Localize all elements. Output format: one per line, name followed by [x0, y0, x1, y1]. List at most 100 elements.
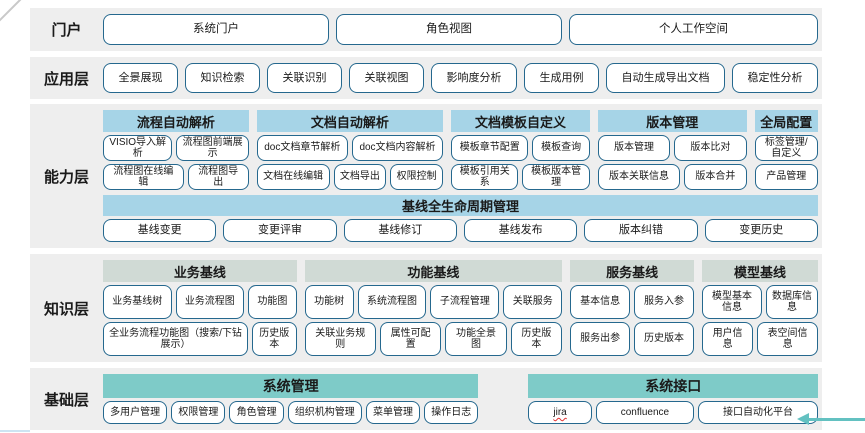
module-group: 全局配置标签管理/自定义产品管理: [754, 110, 818, 190]
module-button: 模板版本管理: [522, 164, 590, 190]
module-button: 个人工作空间: [569, 14, 818, 45]
module-button: 角色管理: [229, 401, 284, 424]
layer-content: 全景展现知识检索关联识别关联视图影响度分析生成用例自动生成导出文档稳定性分析: [103, 57, 822, 99]
module-button: 模型基本信息: [702, 285, 762, 319]
module-group: 服务基线基本信息服务入参服务出参历史版本: [570, 260, 695, 356]
module-button: 关联服务: [503, 285, 563, 319]
module-button: 全景展现: [103, 63, 178, 93]
module-group: 业务基线业务基线树业务流程图功能图全业务流程功能图（搜索/下钻展示）历史版本: [103, 260, 297, 356]
module-button: 生成用例: [524, 63, 599, 93]
module-button: 系统门户: [103, 14, 329, 45]
module-button: 系统流程图: [357, 285, 427, 319]
module-button: VISIO导入解析: [103, 135, 173, 161]
group-header: 流程自动解析: [103, 110, 249, 132]
group-header: 文档模板自定义: [451, 110, 590, 132]
module-button: 功能图: [248, 285, 297, 319]
module-button: 版本比对: [674, 135, 747, 161]
button-row: 用户信息表空间信息: [702, 322, 818, 356]
button-row: 流程图在线编辑流程图导出: [103, 164, 249, 190]
module-group: 版本管理版本管理版本比对版本关联信息版本合并: [597, 110, 747, 190]
layer-label: 应用层: [43, 70, 89, 88]
button-row: 服务出参历史版本: [570, 322, 695, 356]
layer-content: 系统门户角色视图个人工作空间: [103, 8, 822, 51]
module-button: 用户信息: [702, 322, 754, 356]
module-button: 菜单管理: [365, 401, 421, 424]
group-header: 功能基线: [304, 260, 563, 282]
button-row: 业务基线树业务流程图功能图: [103, 285, 297, 319]
layer-band-application: 应用层全景展现知识检索关联识别关联视图影响度分析生成用例自动生成导出文档稳定性分…: [30, 57, 822, 99]
module-button: 业务流程图: [175, 285, 245, 319]
button-row: 模板章节配置模板查询: [451, 135, 590, 161]
module-button: 数据库信息: [766, 285, 818, 319]
module-button: 流程图导出: [187, 164, 249, 190]
module-button: 历史版本: [251, 322, 297, 356]
module-button: jira: [528, 401, 592, 424]
module-button: 文档导出: [333, 164, 387, 190]
module-button: 模板引用关系: [451, 164, 519, 190]
module-button: 基本信息: [570, 285, 631, 319]
bottom-left-accent-line: [0, 430, 30, 432]
group-header: 系统接口: [528, 374, 818, 398]
layer-stack: 门户 系统门户角色视图个人工作空间应用层全景展现知识检索关联识别关联视图影响度分析…: [0, 8, 865, 430]
button-row: 标签管理/自定义: [754, 135, 818, 161]
button-row: 功能树系统流程图子流程管理关联服务: [304, 285, 563, 319]
module-button: 自动生成导出文档: [606, 63, 725, 93]
module-button: 组织机构管理: [287, 401, 362, 424]
module-button: 关联业务规则: [304, 322, 376, 356]
button-row: 全景展现知识检索关联识别关联视图影响度分析生成用例自动生成导出文档稳定性分析: [103, 63, 818, 93]
module-group: 文档模板自定义模板章节配置模板查询模板引用关系模板版本管理: [451, 110, 590, 190]
layer-band-foundation: 基础层系统管理多用户管理权限管理角色管理组织机构管理菜单管理操作日志 系统接口 ji…: [30, 368, 822, 430]
module-button: 变更评审: [223, 219, 337, 242]
groups-row: 流程自动解析 VISIO导入解析流程图前端展示流程图在线编辑流程图导出文档自动解析…: [103, 110, 818, 190]
button-row: 关联业务规则属性可配置功能全景图历史版本: [304, 322, 563, 356]
module-button: 关联识别: [267, 63, 342, 93]
module-button: 基线修订: [343, 219, 457, 242]
module-button: 接口自动化平台: [698, 401, 819, 424]
module-button: 版本关联信息: [597, 164, 681, 190]
button-row: 产品管理: [754, 164, 818, 190]
module-group: 系统管理多用户管理权限管理角色管理组织机构管理菜单管理操作日志: [103, 374, 479, 424]
left-arrow-icon: [797, 413, 865, 425]
module-group: 功能基线功能树系统流程图子流程管理关联服务关联业务规则属性可配置功能全景图历史版…: [304, 260, 563, 356]
layer-label: 门户: [51, 22, 82, 39]
module-button: 多用户管理: [103, 401, 168, 424]
layer-label: 知识层: [43, 300, 89, 318]
button-row: 模板引用关系模板版本管理: [451, 164, 590, 190]
button-row: 文档在线编辑文档导出权限控制: [256, 164, 444, 190]
module-button: doc文档章节解析: [256, 135, 348, 161]
group-header: 服务基线: [570, 260, 695, 282]
module-button: 服务入参: [634, 285, 695, 319]
group-header: 全局配置: [754, 110, 818, 132]
layer-label: 基础层: [43, 391, 89, 409]
module-button: 权限管理: [171, 401, 226, 424]
module-button: 权限控制: [390, 164, 444, 190]
module-button: 版本纠错: [584, 219, 698, 242]
module-button: 模板查询: [532, 135, 590, 161]
module-button: 历史版本: [634, 322, 695, 356]
layer-content: 业务基线业务基线树业务流程图功能图全业务流程功能图（搜索/下钻展示）历史版本功能…: [103, 254, 822, 362]
module-button: 子流程管理: [430, 285, 500, 319]
module-group: 模型基线模型基本信息数据库信息用户信息表空间信息: [702, 260, 818, 356]
group-header: 版本管理: [597, 110, 747, 132]
module-button: 版本合并: [684, 164, 747, 190]
module-button: 基线变更: [103, 219, 217, 242]
button-row: 版本关联信息版本合并: [597, 164, 747, 190]
module-button: 稳定性分析: [732, 63, 818, 93]
module-button: 基线发布: [463, 219, 578, 242]
button-row: 模型基本信息数据库信息: [702, 285, 818, 319]
module-button: 流程图前端展示: [176, 135, 249, 161]
button-row: 多用户管理权限管理角色管理组织机构管理菜单管理操作日志: [103, 401, 479, 424]
module-button: 属性可配置: [379, 322, 442, 356]
module-button: 关联视图: [349, 63, 424, 93]
module-button: 业务基线树: [103, 285, 172, 319]
module-button: 标签管理/自定义: [754, 135, 818, 161]
button-row: 基线变更变更评审基线修订基线发布版本纠错变更历史: [103, 219, 818, 242]
module-button: 功能树: [304, 285, 354, 319]
